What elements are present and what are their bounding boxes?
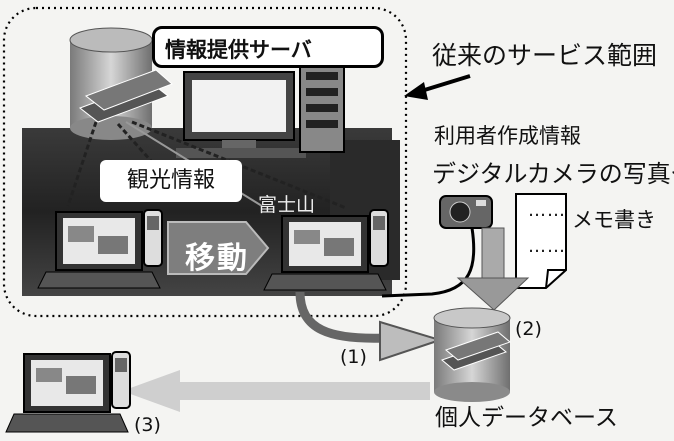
mobile-phone-icon-left xyxy=(143,209,163,267)
laptop-icon-right xyxy=(263,215,387,291)
laptop-icon-left xyxy=(37,211,161,289)
download-arrow-3 xyxy=(122,370,430,412)
server-rack-icon xyxy=(299,61,345,153)
service-range-label: 従来のサービス範囲 xyxy=(432,41,658,70)
desktop-computer-icon xyxy=(176,71,306,158)
digital-camera-icon xyxy=(439,195,493,229)
mobile-phone-icon-right xyxy=(369,209,389,267)
laptop-icon-bottom xyxy=(5,353,129,433)
memo-label: メモ書き xyxy=(572,208,656,232)
tourism-info-label: 観光情報 xyxy=(100,160,242,202)
memo-dots-line-1: …… xyxy=(528,200,566,221)
memo-note-icon xyxy=(515,193,567,289)
camera-photos-label: デジタルカメラの写真や xyxy=(432,160,674,188)
step-1-label: (1) xyxy=(340,346,367,368)
service-range-pointer-arrow xyxy=(404,74,471,100)
server-label: 情報提供サーバ xyxy=(152,26,384,68)
mobile-phone-icon-bottom xyxy=(111,351,131,409)
personal-db-label: 個人データベース xyxy=(435,405,618,431)
fuji-label: 富士山 xyxy=(258,194,316,216)
personal-database-icon xyxy=(433,307,512,402)
service-range-border xyxy=(2,6,408,318)
move-label: 移動 xyxy=(185,241,249,276)
step-3-label: (3) xyxy=(134,414,161,436)
server-database-icon xyxy=(69,27,173,140)
memo-to-db-arrow xyxy=(456,227,530,311)
upload-arrow-1 xyxy=(295,291,444,362)
user-info-label: 利用者作成情報 xyxy=(434,124,581,148)
move-arrow xyxy=(167,221,270,275)
step-2-label: (2) xyxy=(515,318,542,340)
memo-dots-line-2: …… xyxy=(528,236,566,257)
camera-cable xyxy=(381,227,476,298)
